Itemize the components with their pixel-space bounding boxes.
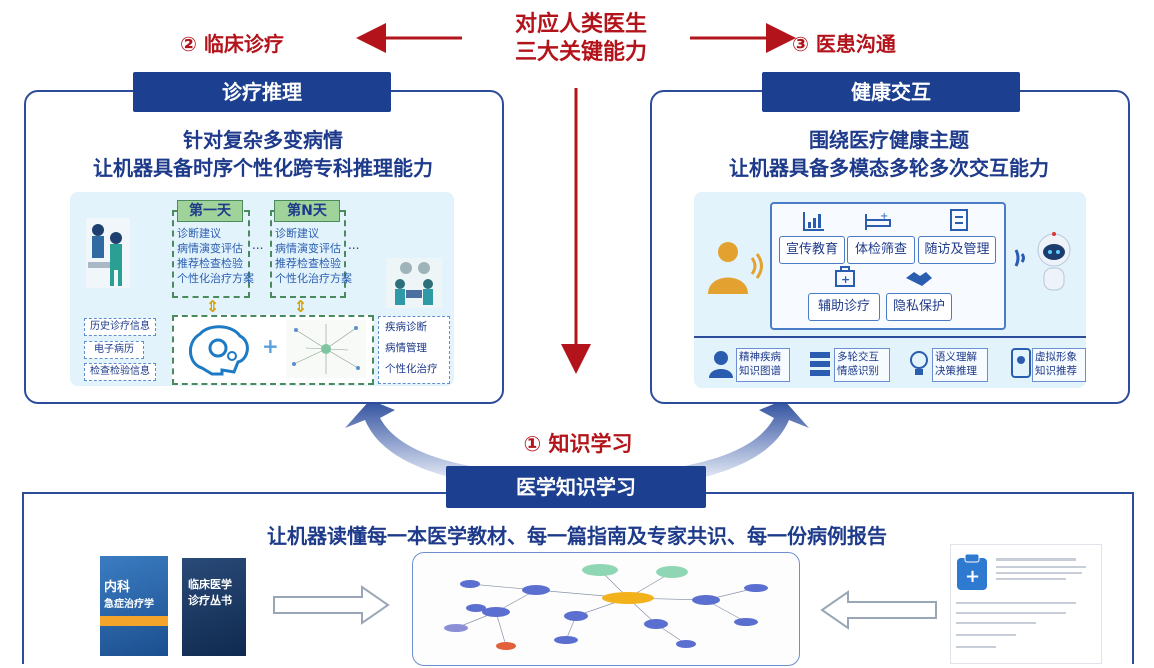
right-panel-title2: 让机器具备多模态多轮多次交互能力 <box>729 156 1049 180</box>
dayN-item: 个性化治疗方案 <box>275 272 352 285</box>
right-panel-title1: 围绕医疗健康主题 <box>809 128 969 152</box>
middle-heading: ① 知识学习 <box>523 432 633 456</box>
book1-line2: 急症治疗学 <box>104 599 154 610</box>
handshake-icon <box>906 272 932 286</box>
capability-avatar: 虚拟形象 知识推荐 <box>1032 348 1086 382</box>
input-history: 历史诊疗信息 <box>84 318 156 336</box>
medical-kit-icon: + <box>835 266 855 287</box>
right-heading: ③ 医患沟通 <box>792 32 896 56</box>
patient-icon <box>708 242 763 294</box>
output-item: 疾病诊断 <box>385 321 427 333</box>
capability-semantic-line2: 决策推理 <box>935 365 977 377</box>
capability-dialog: 多轮交互 情感识别 <box>834 348 890 382</box>
capability-kg-line2: 知识图谱 <box>739 365 781 377</box>
service-privacy: 隐私保护 <box>886 293 952 321</box>
day1-title: 第一天 <box>177 200 243 222</box>
brain-gear-icon <box>189 325 249 376</box>
ellipsis-1: ... <box>252 238 264 252</box>
svg-text:⇕: ⇕ <box>294 297 307 316</box>
timeline-connectors: ⇕ ⇕ <box>206 297 307 316</box>
chart-icon <box>803 212 824 231</box>
ellipsis-2: ... <box>348 238 360 252</box>
capability-semantic-line1: 语义理解 <box>935 351 977 363</box>
dayN-title: 第N天 <box>274 200 340 222</box>
dayN-list: 诊断建议 病情演变评估 推荐检查检验 个性化治疗方案 <box>275 226 355 286</box>
book-internal-medicine: 内科 急症治疗学 <box>100 556 168 656</box>
center-title-line2: 三大关键能力 <box>514 40 647 65</box>
svg-text:+: + <box>841 273 850 286</box>
right-inner-divider <box>694 336 1086 338</box>
day1-item: 推荐检查检验 <box>177 257 243 270</box>
left-heading: ② 临床诊疗 <box>180 32 284 56</box>
capability-avatar-line1: 虚拟形象 <box>1035 351 1077 363</box>
output-item: 病情管理 <box>385 342 427 354</box>
book1-line1: 内科 <box>104 580 131 595</box>
left-panel-title1: 针对复杂多变病情 <box>183 128 343 152</box>
book2-line2: 诊疗丛书 <box>188 594 232 607</box>
knowledge-graph-thumb <box>286 320 366 378</box>
input-emr: 电子病历 <box>84 341 144 359</box>
svg-text:⇕: ⇕ <box>206 297 219 316</box>
book2-line1: 临床医学 <box>188 578 232 591</box>
knowledge-graph <box>444 564 768 650</box>
output-list: 疾病诊断 病情管理 个性化治疗 <box>378 316 450 384</box>
doctors-illustration <box>86 218 130 288</box>
bottom-panel-title: 让机器读懂每一本医学教材、每一篇指南及专家共识、每一份病例报告 <box>267 524 887 548</box>
capability-avatar-line2: 知识推荐 <box>1035 365 1077 377</box>
bed-icon: + <box>865 211 891 230</box>
capability-dialog-line1: 多轮交互 <box>837 351 879 363</box>
bottom-panel-tag: 医学知识学习 <box>446 466 706 508</box>
capability-kg: 精神疾病 知识图谱 <box>736 348 790 382</box>
service-followup: 随访及管理 <box>918 236 996 264</box>
service-education: 宣传教育 <box>779 236 845 264</box>
day1-list: 诊断建议 病情演变评估 推荐检查检验 个性化治疗方案 <box>177 226 257 286</box>
dayN-item: 推荐检查检验 <box>275 257 341 270</box>
input-exam: 检查检验信息 <box>84 363 156 381</box>
service-screening: 体检筛查 <box>847 236 915 264</box>
phone-avatar-icon <box>1011 348 1031 378</box>
lightbulb-icon <box>910 351 928 375</box>
right-panel-tag: 健康交互 <box>762 72 1020 112</box>
dayN-item: 诊断建议 <box>275 227 319 240</box>
service-assist-diagnosis: 辅助诊疗 <box>808 293 880 321</box>
svg-text:+: + <box>880 211 888 222</box>
robot-icon <box>1014 232 1071 291</box>
hollow-arrow-right <box>273 585 390 625</box>
dayN-item: 病情演变评估 <box>275 242 341 255</box>
day1-item: 个性化治疗方案 <box>177 272 254 285</box>
left-panel-title2: 让机器具备时序个性化跨专科推理能力 <box>93 156 433 180</box>
capability-semantic: 语义理解 决策推理 <box>932 348 988 382</box>
day1-item: 诊断建议 <box>177 227 221 240</box>
case-report-lines <box>956 558 1086 648</box>
hollow-arrow-left <box>820 590 937 630</box>
day1-item: 病情演变评估 <box>177 242 243 255</box>
center-title-line1: 对应人类医生 <box>514 12 647 37</box>
svg-text:+: + <box>965 566 980 587</box>
plus-sign: + <box>262 334 279 358</box>
output-item: 个性化治疗 <box>385 363 438 375</box>
operating-room-illustration <box>386 258 442 308</box>
capability-kg-line1: 精神疾病 <box>739 351 781 363</box>
checklist-icon <box>950 209 968 231</box>
left-panel-tag: 诊疗推理 <box>133 72 391 112</box>
capability-dialog-line2: 情感识别 <box>837 365 879 377</box>
server-icon <box>810 352 830 376</box>
book-clinical: 临床医学 诊疗丛书 <box>182 558 246 656</box>
clipboard-icon: + <box>957 553 987 590</box>
brain-doctor-icon <box>709 351 733 378</box>
